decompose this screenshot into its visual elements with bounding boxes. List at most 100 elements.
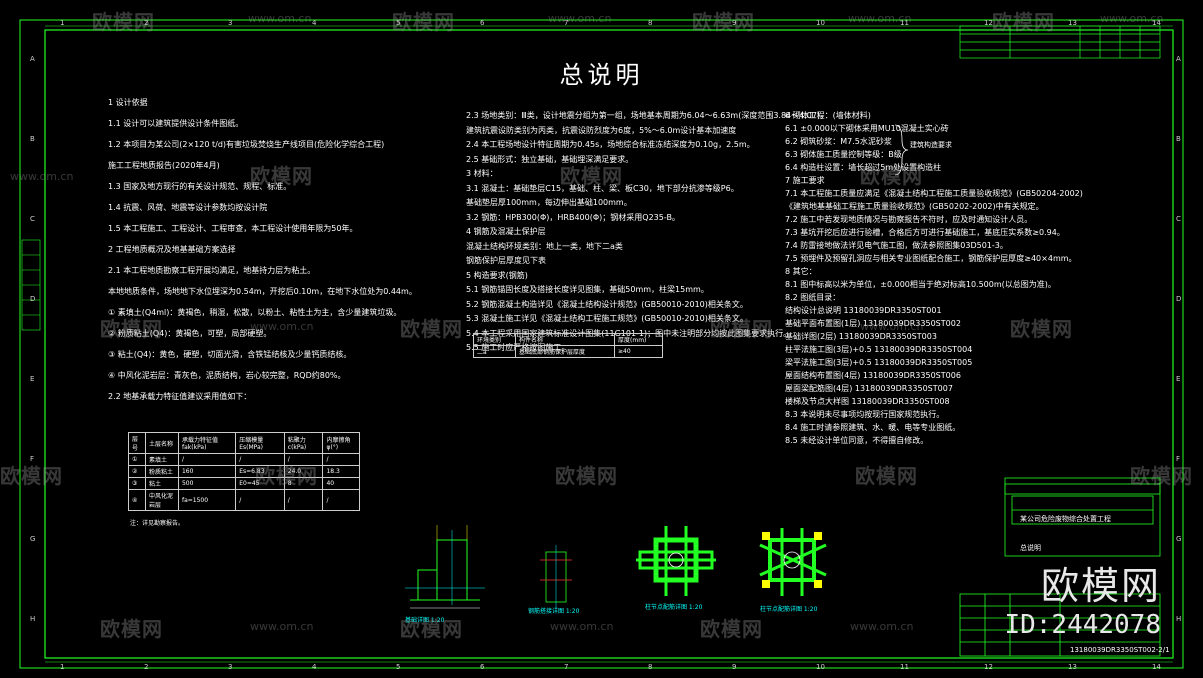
left-col-line: 1.3 国家及地方现行的有关设计规范、规程、标准。 — [108, 182, 292, 191]
model-id: ID:2442078 — [1004, 610, 1161, 640]
table-cell: / — [177, 453, 237, 466]
right-col-line: 8 其它： — [785, 267, 817, 276]
table-cell: fa=1500 — [177, 489, 237, 511]
ruler-number: 6 — [480, 19, 485, 27]
left-col-line: 2 工程地质概况及地基基础方案选择 — [108, 245, 236, 254]
detail-column-node-1 — [636, 526, 716, 596]
table-cell: ≥40 — [614, 345, 663, 358]
ruler-letter: E — [1176, 375, 1181, 383]
watermark-brand: 欧模网 — [1010, 317, 1073, 341]
table-cell: 160 — [177, 465, 237, 478]
ruler-number: 3 — [228, 663, 233, 671]
ruler-number: 7 — [564, 19, 569, 27]
ruler-number: 9 — [732, 663, 737, 671]
mid-col-line: 建筑抗震设防类别为丙类，抗震设防烈度为6度，5%～6.0m设计基本加速度 — [466, 125, 737, 135]
watermark-brand: 欧模网 — [555, 464, 618, 488]
mid-col-line: 5 构造要求(钢筋) — [466, 270, 528, 280]
right-col-line: 8.5 未经设计单位同意，不得擅自修改。 — [785, 436, 929, 445]
watermark-site: www.om.cn — [10, 170, 74, 183]
detail-column-node-2 — [759, 528, 827, 596]
soil-parameter-table: 层号土层名称承载力特征值 fak(kPa)压缩模量 Es(MPa)粘聚力 c(k… — [128, 432, 360, 511]
right-col-line: 8.1 图中标高以米为单位，±0.000相当于绝对标高10.500m(以总图为准… — [785, 280, 1056, 289]
mid-col-line: 2.3 场地类别：Ⅲ类，设计地震分组为第一组，场地基本周期为6.04～6.63m… — [466, 111, 829, 120]
left-col-line: 1.5 本工程施工、工程设计、工程审查，本工程设计使用年限为50年。 — [108, 224, 358, 233]
watermark-brand: 欧模网 — [400, 617, 463, 641]
titleblock-drawing-no: 13180039DR3350ST002-2/1 — [1070, 646, 1170, 654]
ruler-letter: G — [1176, 535, 1182, 543]
watermark-site: www.om.cn — [550, 620, 614, 633]
inner-border — [44, 29, 1174, 659]
mid-col-line: 3 材料： — [466, 169, 498, 178]
ruler-letter: G — [30, 535, 36, 543]
table-cell: 粘土 — [145, 477, 179, 490]
table-cell: 24.0 — [283, 465, 324, 478]
right-col-line: 6.1 ±0.000以下砌体采用MU10混凝土实心砖 — [785, 124, 949, 133]
ruler-number: 4 — [312, 19, 317, 27]
ruler-letter: A — [1176, 55, 1181, 63]
left-col-line: 施工工程地质报告(2020年4月) — [108, 161, 220, 170]
ruler-number: 3 — [228, 19, 233, 27]
table-header-cell: 内摩擦角 φ(°) — [322, 432, 360, 454]
table-cell: 二a — [472, 345, 517, 358]
right-col-line: 8.3 本说明未尽事项均按现行国家规范执行。 — [785, 410, 945, 419]
table-header-cell: 粘聚力 c(kPa) — [283, 432, 324, 454]
mid-col-line: 2.4 本工程场地设计特征周期为0.45s，场地综合标准冻结深度为0.10g，2… — [466, 140, 755, 149]
ruler-number: 5 — [396, 19, 401, 27]
watermark-brand: 欧模网 — [560, 164, 623, 188]
revision-table — [959, 25, 1161, 59]
table-cell: 500 — [177, 477, 237, 490]
table-cell: 粉质粘土 — [145, 465, 179, 478]
detail-caption-3: 柱节点配筋详图 1:20 — [645, 604, 703, 611]
table-cell: 中风化泥岩层 — [145, 489, 179, 511]
mid-col-line: 基础垫层厚100mm，每边伸出基础100mm。 — [466, 198, 632, 207]
watermark-site: www.om.cn — [248, 12, 312, 25]
mid-col-line: 5.1 钢筋锚固长度及搭接长度详见图集，基础50mm，柱梁15mm。 — [466, 285, 709, 294]
right-col-line: 6.4 构造柱设置：墙长超过5m处设置构造柱 — [785, 163, 942, 172]
ruler-number: 10 — [816, 19, 825, 27]
left-col-line: ① 素填土(Q4ml)：黄褐色，稍湿，松散，以粉土、粘性土为主，含少量建筑垃圾。 — [108, 308, 402, 317]
mid-col-line: 3.1 混凝土：基础垫层C15，基础、柱、梁、板C30，地下部分抗渗等级P6。 — [466, 183, 739, 193]
watermark-brand: 欧模网 — [700, 617, 763, 641]
right-col-line: 屋面结构布置图(4层) 13180039DR3350ST006 — [785, 371, 961, 380]
mid-col-line: 5.3 混凝土施工详见《混凝土结构工程施工规范》(GB50010-2010)相关… — [466, 314, 748, 323]
watermark-brand: 欧模网 — [92, 10, 155, 34]
left-col-line: ④ 中风化泥岩层：青灰色，泥质结构，岩心较完整，RQD约80%。 — [108, 371, 346, 380]
mid-col-line: 2.5 基础形式：独立基础，基础埋深满足要求。 — [466, 154, 634, 164]
ruler-letter: H — [30, 615, 36, 623]
ruler-number: 10 — [816, 663, 825, 671]
table-cell: ④ — [128, 489, 146, 511]
outer-border — [19, 19, 1184, 669]
ruler-number: 12 — [984, 19, 993, 27]
ruler-letter: A — [30, 55, 35, 63]
watermark-site: www.om.cn — [548, 12, 612, 25]
mid-col-line: 4 钢筋及混凝土保护层 — [466, 227, 546, 236]
left-col-line: 2.2 地基承载力特征值建议采用值如下： — [108, 392, 252, 401]
table-cell: ① — [128, 453, 146, 466]
watermark-brand: 欧模网 — [255, 464, 318, 488]
left-col-line: 2.1 本工程地质勘察工程开展均满足，地基持力层为粘土。 — [108, 266, 316, 275]
ruler-number: 7 — [564, 663, 569, 671]
ruler-number: 2 — [144, 663, 149, 671]
right-col-line: 结构设计总说明 13180039DR3350ST001 — [785, 306, 942, 315]
table-header-cell: 环境类别 — [472, 333, 517, 346]
table-header-cell: 承载力特征值 fak(kPa) — [177, 432, 237, 454]
ruler-letter: H — [1176, 615, 1182, 623]
left-col-line: 1.2 本项目为某公司(2×120 t/d)有害垃圾焚烧生产线项目(危险化学综合… — [108, 140, 385, 149]
table-cell: 18.3 — [322, 465, 360, 478]
right-col-line: 楼梯及节点大样图 13180039DR3350ST008 — [785, 397, 950, 406]
watermark-site: www.om.cn — [848, 12, 912, 25]
table-cell: 基础底部钢筋保护层厚度 — [515, 345, 616, 358]
brand-logo-text: 欧模网 — [1040, 564, 1161, 608]
ruler-letter: F — [30, 455, 35, 463]
watermark-brand: 欧模网 — [1130, 464, 1193, 488]
left-col-line: 1 设计依据 — [108, 98, 148, 107]
watermark-brand: 欧模网 — [0, 464, 63, 488]
ruler-number: 11 — [900, 19, 909, 27]
right-col-line: 6 砌体工程：(墙体材料) — [785, 111, 871, 120]
ruler-number: 14 — [1152, 663, 1161, 671]
ruler-number: 11 — [900, 663, 909, 671]
